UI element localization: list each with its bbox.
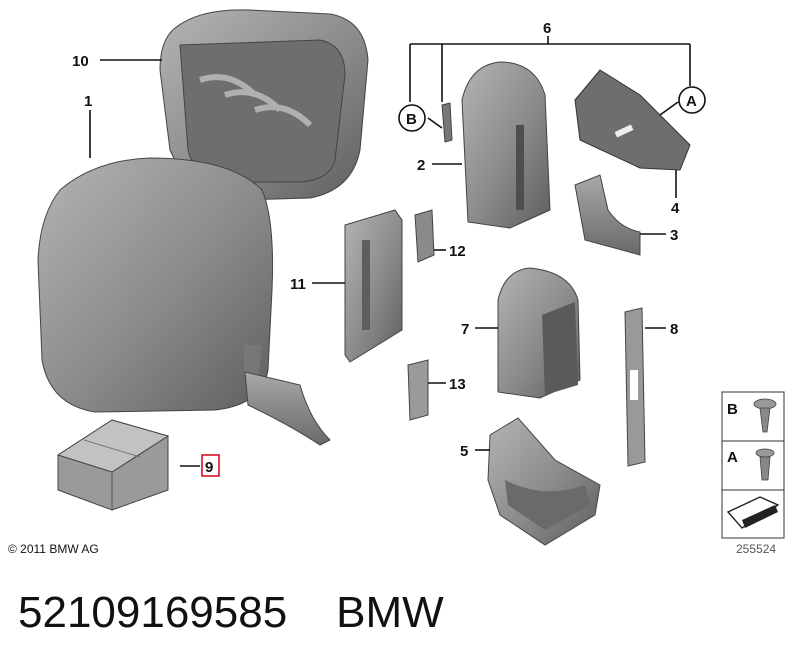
callout-5: 5 [460,443,468,460]
footer-caption: 52109169585 BMW [18,588,444,638]
callout-lines [89,36,691,467]
callout-1: 1 [84,93,92,110]
callout-3: 3 [670,227,678,244]
screw-b-icon [441,102,453,143]
callout-labels: 10 1 9 6 B A 2 4 3 11 12 7 8 13 5 [72,20,706,477]
highlight-box [201,454,220,477]
callout-12: 12 [449,243,466,260]
copyright-text: © 2011 BMW AG [8,542,99,556]
part-8-strip [624,307,646,467]
reference-number: 255524 [736,542,777,556]
part-4-bracket [574,69,691,171]
part-1-headrest [37,157,331,446]
part-13-guide [407,359,429,421]
callout-9: 9 [205,459,213,476]
callout-7: 7 [461,321,469,338]
callout-4: 4 [671,200,680,217]
part-5-base [487,417,601,546]
fastener-legend: B A [721,391,785,539]
part-2-cover [461,61,551,229]
trim-tool-icon [726,496,780,529]
screw-b-legend-icon [753,398,777,433]
callout-11: 11 [290,276,306,293]
callout-13: 13 [449,376,466,393]
brand-name: BMW [336,588,444,637]
callout-2: 2 [417,157,425,174]
callout-6: 6 [543,20,551,37]
screw-a-legend-icon [755,448,775,481]
part-number: 52109169585 [18,588,288,637]
part-9-box [56,419,170,511]
legend-b-label: B [727,401,738,418]
callout-a: A [686,93,697,110]
legend-a-label: A [727,449,738,466]
part-3-trim [574,174,641,256]
callout-8: 8 [670,321,678,338]
callout-10: 10 [72,53,89,70]
callout-b: B [406,111,417,128]
part-11-cover [344,209,403,363]
part-12-clip [414,209,435,263]
part-7-cover [497,267,581,399]
